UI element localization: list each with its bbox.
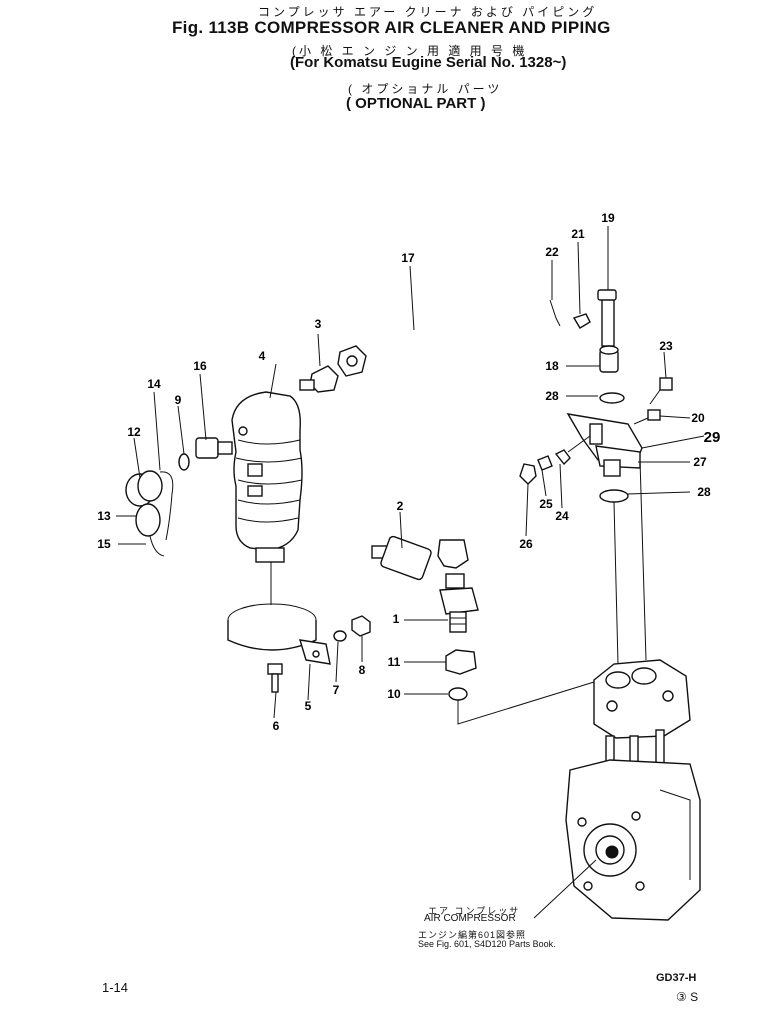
callout-18: 18	[545, 359, 559, 373]
page-number: 1-14	[102, 980, 129, 995]
pipe-17	[350, 338, 469, 569]
compressor-label-japanese: エア コンプレッサ	[428, 906, 521, 916]
bolt-23	[649, 377, 673, 405]
compressor-ref-japanese: エンジン編第601図参照	[418, 930, 527, 940]
washer-28-lower	[599, 489, 629, 503]
callout-4: 4	[259, 349, 266, 363]
dust-cap-12	[125, 470, 163, 507]
callout-26: 26	[519, 537, 533, 551]
callout-13: 13	[97, 509, 111, 523]
union-block-1	[439, 573, 479, 633]
washer-21	[572, 313, 591, 329]
clamp-band-5	[227, 603, 331, 665]
compressor-ref: See Fig. 601, S4D120 Parts Book.	[418, 939, 556, 949]
callout-23: 23	[659, 339, 673, 353]
pin-19	[597, 289, 617, 347]
callout-7: 7	[333, 683, 340, 697]
washer-25	[537, 455, 553, 471]
callout-6: 6	[273, 719, 280, 733]
callout-12: 12	[127, 425, 141, 439]
callout-14: 14	[147, 377, 161, 391]
spring-pin-22	[549, 299, 561, 327]
bolt-20	[633, 409, 661, 425]
pipe-nut	[337, 345, 367, 377]
compressor-leader	[533, 859, 597, 919]
wing-nut-26	[519, 463, 537, 485]
fitting-2	[371, 535, 432, 581]
callout-24: 24	[555, 509, 569, 523]
leader-lines	[116, 241, 705, 719]
callout-8: 8	[359, 663, 366, 677]
optional-part-label: ( OPTIONAL PART )	[346, 95, 486, 112]
nut-8	[351, 615, 371, 637]
bracket-27	[566, 413, 643, 477]
callout-3: 3	[315, 317, 322, 331]
callout-9: 9	[175, 393, 182, 407]
callout-11: 11	[388, 655, 401, 669]
callout-25: 25	[539, 497, 553, 511]
callout-numbers: 1 2 3 4 5 6 7 8 9 10 11 12 13 14 15 16 1…	[97, 211, 720, 733]
washer-28-upper	[599, 392, 625, 404]
callout-17: 17	[401, 251, 415, 265]
callout-16: 16	[193, 359, 207, 373]
leader-to-compressor	[457, 681, 595, 725]
serial-range: (For Komatsu Eugine Serial No. 1328~)	[290, 54, 567, 71]
serial-japanese: (小 松 エ ン ジ ン 用 適 用 号 機	[292, 44, 528, 58]
callout-28-lower: 28	[697, 485, 711, 499]
o-ring-10	[448, 687, 468, 701]
nut-11	[445, 649, 477, 675]
air-compressor	[565, 659, 701, 921]
callout-15: 15	[97, 537, 111, 551]
washer-9	[178, 453, 190, 471]
compressor-label: AIR COMPRESSOR	[424, 913, 516, 924]
air-cleaner-4	[231, 391, 303, 605]
fitting-16	[195, 437, 233, 459]
callout-20: 20	[691, 411, 705, 425]
callout-1: 1	[393, 612, 400, 626]
callout-21: 21	[571, 227, 585, 241]
callout-5: 5	[305, 699, 312, 713]
model-code: GD37-H	[656, 972, 697, 984]
callout-2: 2	[397, 499, 404, 513]
chain-15	[149, 535, 165, 557]
optional-japanese: ( オプショナル パーツ	[348, 82, 503, 96]
bushing-18	[599, 345, 619, 373]
callout-27: 27	[693, 455, 707, 469]
figure-title: Fig. 113B COMPRESSOR AIR CLEANER AND PIP…	[172, 18, 611, 37]
callout-10: 10	[387, 687, 401, 701]
revision-code: ③ S	[676, 990, 699, 1004]
callout-28-upper: 28	[545, 389, 559, 403]
callout-29: 29	[704, 429, 721, 446]
washer-7	[333, 630, 347, 642]
chain-14	[159, 471, 174, 541]
fitting-3	[299, 365, 339, 393]
title-japanese: コンプレッサ エアー クリーナ および パイピング	[258, 5, 598, 19]
cap-13	[135, 503, 161, 537]
bolt-6	[267, 663, 283, 693]
washer-24	[554, 449, 571, 466]
callout-22: 22	[545, 245, 559, 259]
callout-19: 19	[601, 211, 615, 225]
